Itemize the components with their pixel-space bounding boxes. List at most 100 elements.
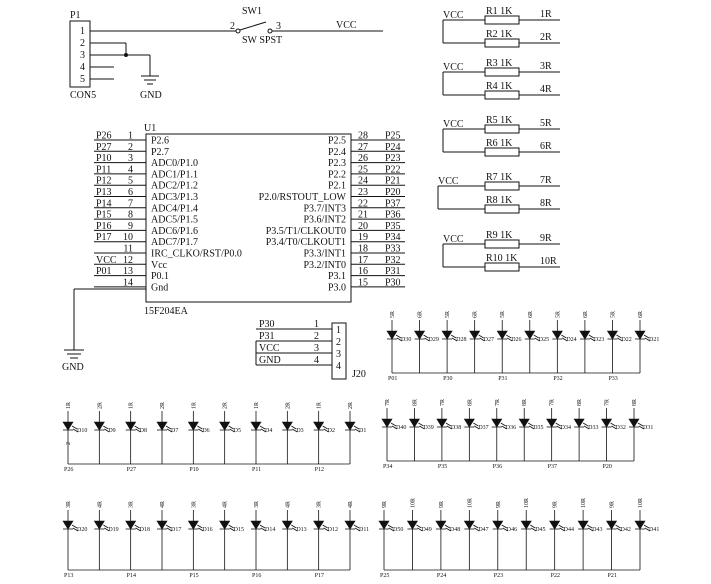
- led-emission-arrow: [583, 425, 590, 430]
- led-ref: D34: [561, 425, 571, 431]
- led-net-label: P23: [494, 573, 503, 579]
- led-block: 9RD5010RD499RD4810RD479RD4610RD459RD4410…: [378, 498, 659, 579]
- resistor-net-label: 2R: [540, 32, 552, 43]
- u1-pin-net-right: P22: [385, 164, 401, 175]
- j20-body: [331, 322, 347, 380]
- led-net-label: P22: [551, 573, 560, 579]
- led-diode-icon: [524, 330, 536, 340]
- j20-pin-net: GND: [259, 355, 281, 366]
- u1-pin-net-left: P14: [96, 198, 112, 209]
- led-emission-arrow: [450, 334, 457, 339]
- led-emission-arrow: [638, 425, 645, 430]
- p1-pin-4: 4: [80, 62, 85, 73]
- led-ref: D17: [171, 527, 181, 533]
- led-ref: D42: [621, 527, 631, 533]
- u1-supply-wiring: GND: [62, 288, 146, 373]
- u1-pin-fn-left: ADC2/P1.2: [151, 181, 198, 192]
- led-net-label: P27: [127, 467, 136, 473]
- led-resistor-net-label: 7R: [605, 399, 611, 406]
- led-emission-arrow: [558, 524, 564, 529]
- led-net-label: P24: [437, 573, 446, 579]
- led-emission-arrow: [228, 524, 234, 529]
- led-emission-arrow: [72, 527, 79, 532]
- u1-pin-net-right: P31: [385, 266, 401, 277]
- led-ref: D2: [328, 428, 335, 434]
- led-diode-icon: [573, 418, 585, 428]
- led-ref: D12: [328, 527, 338, 533]
- resistor-net-label: 4R: [540, 84, 552, 95]
- resistor-body: [484, 204, 520, 214]
- led-resistor-net-label: 6R: [418, 311, 424, 318]
- led-emission-arrow: [478, 334, 484, 339]
- led-emission-arrow: [643, 334, 650, 339]
- led-emission-arrow: [135, 428, 141, 433]
- u1-pin-net-left: P13: [96, 187, 112, 198]
- led-emission-arrow: [395, 334, 402, 339]
- led-diode-icon: [634, 520, 646, 530]
- led-diode-icon: [546, 418, 558, 428]
- led-ref: D40: [396, 425, 406, 431]
- led-emission-arrow: [507, 337, 513, 342]
- j20-pin-net: VCC: [259, 343, 280, 354]
- led-emission-arrow: [644, 527, 651, 532]
- sw1-net-label: VCC: [336, 20, 357, 31]
- led-resistor-net-label: 4R: [348, 501, 354, 508]
- led-block: 5RD306RD295RD286RD275RD266RD255RD246RD23…: [386, 311, 659, 382]
- led-emission-arrow: [502, 527, 508, 532]
- led-emission-arrow: [396, 337, 403, 342]
- led-diode-icon: [187, 520, 199, 530]
- led-emission-arrow: [616, 334, 622, 339]
- u1-pin-net-left: P15: [96, 210, 112, 221]
- led-net-label: P31: [498, 376, 507, 382]
- led-ref: D41: [649, 527, 659, 533]
- led-resistor-net-label: 4R: [160, 501, 166, 508]
- resistor-body: [484, 239, 520, 249]
- resistor-net-label: 1R: [540, 9, 552, 20]
- led-ref: D50: [393, 527, 403, 533]
- u1-pin-net-left: P26: [96, 131, 112, 142]
- led-emission-arrow: [530, 524, 536, 529]
- led-emission-arrow: [323, 527, 329, 532]
- led-diode-icon: [634, 330, 646, 340]
- led-emission-arrow: [555, 422, 561, 427]
- led-ref: D46: [507, 527, 517, 533]
- led-emission-arrow: [501, 524, 507, 529]
- u1-pin-num-right: 17: [358, 255, 368, 266]
- u1-pin-num-right: 19: [358, 232, 368, 243]
- resistor-ref: R4 1K: [486, 81, 513, 92]
- led-emission-arrow: [473, 524, 479, 529]
- led-emission-arrow: [354, 428, 361, 433]
- led-emission-arrow: [197, 524, 203, 529]
- led-net-label: P26: [64, 467, 73, 473]
- u1-pin-net-right: P30: [385, 277, 401, 288]
- led-diode-icon: [281, 520, 293, 530]
- u1-pin-net-right: P23: [385, 153, 401, 164]
- u1-pin-num-right: 28: [358, 131, 368, 142]
- led-ref: D21: [649, 337, 659, 343]
- connector-p1: P1 1 2 3 4 5 GND CON5: [69, 10, 216, 101]
- u1-pin-fn-right: P2.3: [328, 158, 346, 169]
- resistor-net-label: 8R: [540, 198, 552, 209]
- u1-pin-fn-left: P2.7: [151, 147, 169, 158]
- led-ref: D43: [592, 527, 602, 533]
- led-ref: D14: [265, 527, 275, 533]
- u1-pin-fn-right: P3.2/INT0: [304, 260, 347, 271]
- led-net-label: P17: [315, 573, 324, 579]
- led-emission-arrow: [322, 425, 328, 430]
- led-diode-icon: [344, 520, 356, 530]
- led-net-label: P13: [64, 573, 73, 579]
- led-diode-icon: [250, 421, 262, 431]
- led-emission-arrow: [479, 337, 485, 342]
- led-resistor-net-label: 2R: [285, 402, 291, 409]
- led-ref: D45: [535, 527, 545, 533]
- resistor-ref: R7 1K: [486, 172, 513, 183]
- u1-pin-num-right: 22: [358, 198, 368, 209]
- led-emission-arrow: [165, 524, 172, 529]
- led-diode-icon: [469, 330, 481, 340]
- u1-pin-fn-left: ADC0/P1.0: [151, 158, 198, 169]
- led-ref: D28: [456, 337, 466, 343]
- led-resistor-net-label: 5R: [445, 311, 451, 318]
- u1-pin-fn-left: ADC7/P1.7: [151, 237, 198, 248]
- p1-ref: P1: [70, 10, 81, 21]
